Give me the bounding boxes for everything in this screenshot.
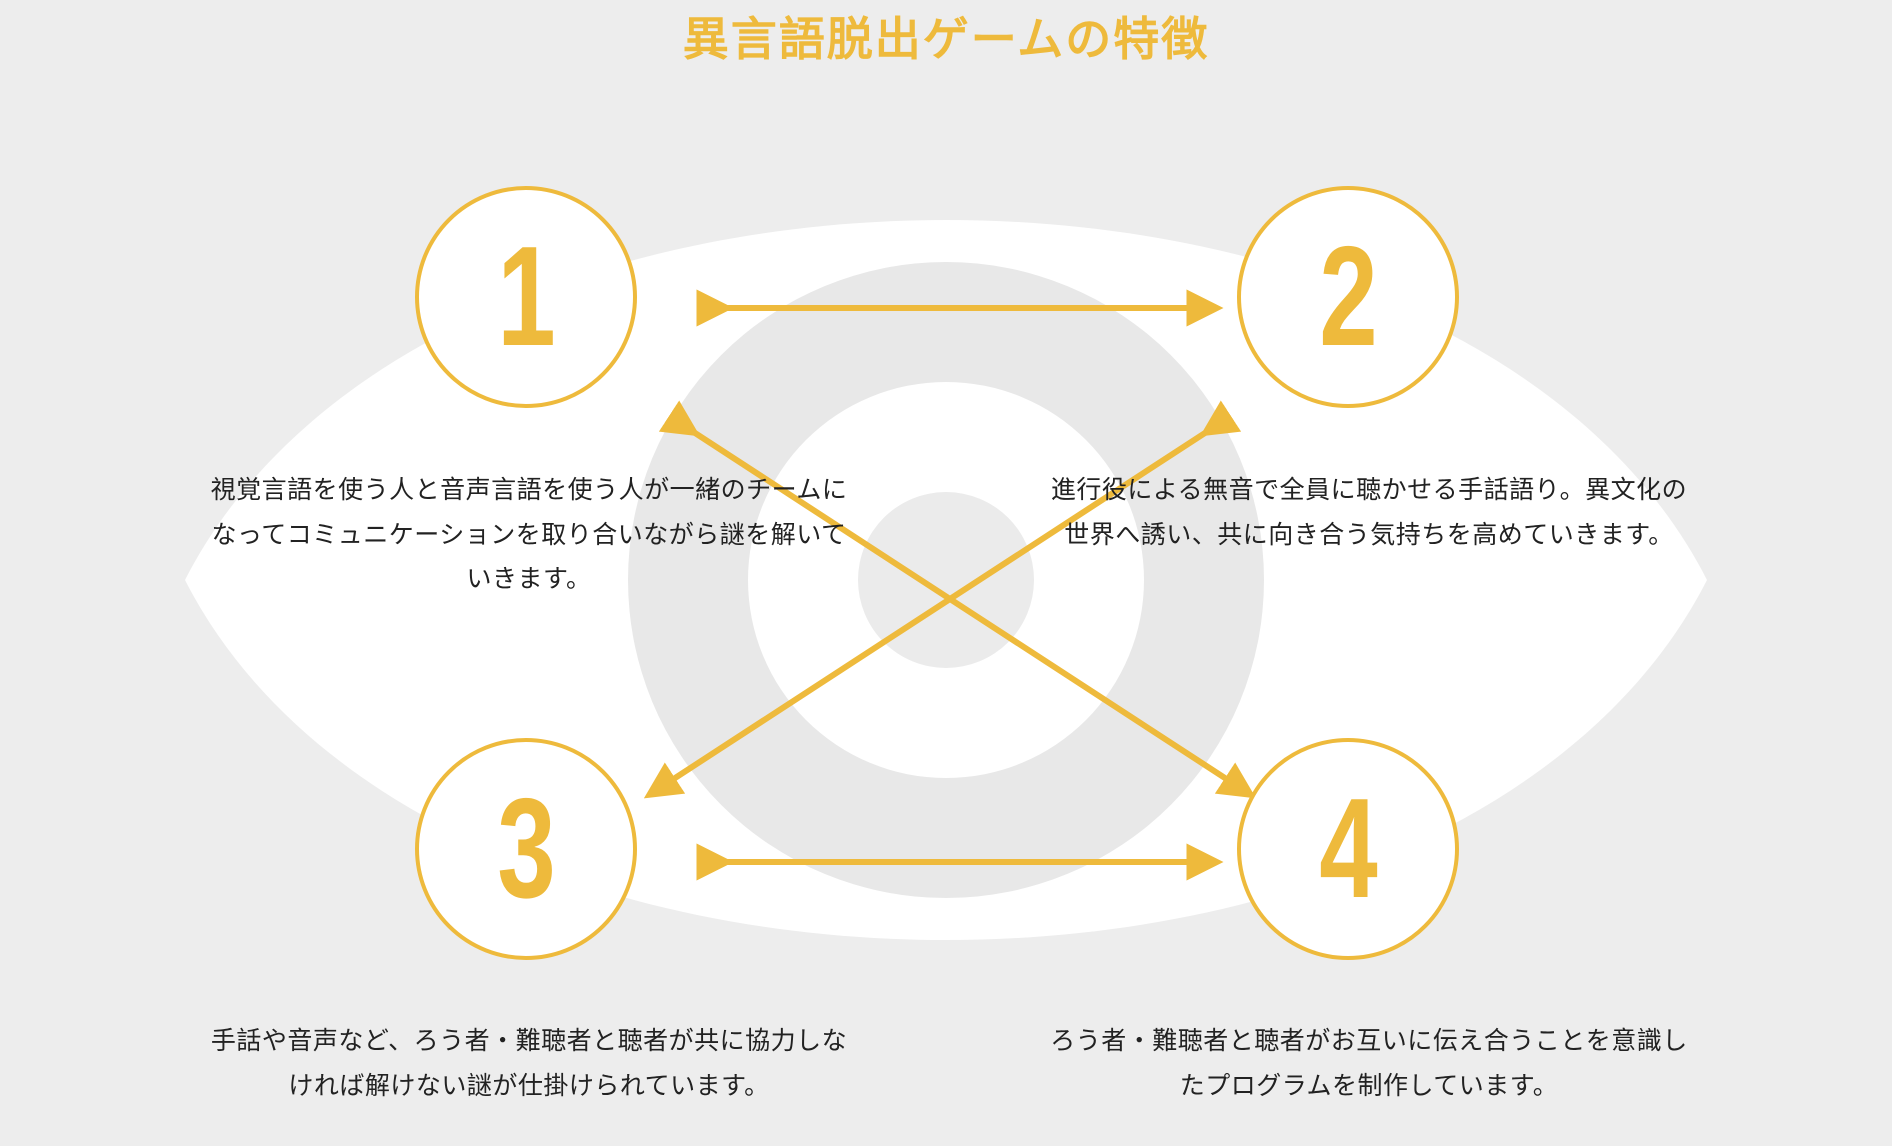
description-1: 視覚言語を使う人と音声言語を使う人が一緒のチームになってコミュニケーションを取り… xyxy=(210,477,848,593)
node-circle-4[interactable]: 4 xyxy=(1237,738,1459,960)
node-circle-1[interactable]: 1 xyxy=(415,186,637,408)
node-number-2: 2 xyxy=(1318,217,1378,376)
node-circle-3[interactable]: 3 xyxy=(415,738,637,960)
node-number-4: 4 xyxy=(1318,769,1378,928)
description-3: 手話や音声など、ろう者・難聴者と聴者が共に協力しなければ解けない謎が仕掛けられて… xyxy=(210,1028,848,1100)
node-number-3: 3 xyxy=(496,769,556,928)
node-circle-2[interactable]: 2 xyxy=(1237,186,1459,408)
description-2: 進行役による無音で全員に聴かせる手話語り。異文化の世界へ誘い、共に向き合う気持ち… xyxy=(1050,477,1688,549)
node-number-1: 1 xyxy=(496,217,556,376)
page-title: 異言語脱出ゲームの特徴 xyxy=(682,13,1210,65)
description-4: ろう者・難聴者と聴者がお互いに伝え合うことを意識したプログラムを制作しています。 xyxy=(1050,1028,1688,1100)
